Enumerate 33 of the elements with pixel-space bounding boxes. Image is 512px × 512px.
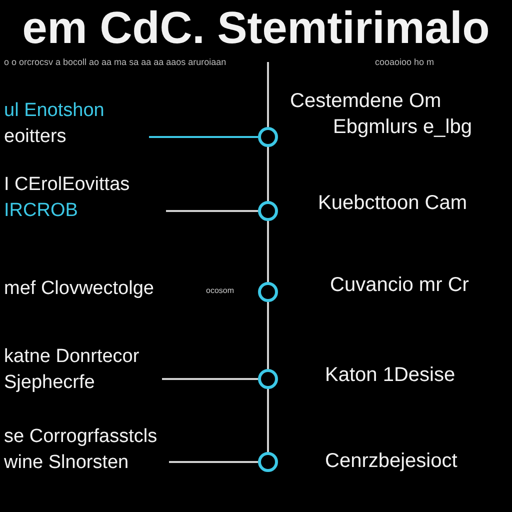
connector-line	[162, 378, 258, 380]
item-text: Cestemdene Om	[290, 89, 442, 114]
item-text: Katon 1Desise	[325, 363, 456, 388]
connector-line	[267, 62, 269, 127]
subtitle: cooaoioo ho m	[375, 56, 434, 68]
connector-line	[149, 136, 258, 138]
circle-marker	[258, 282, 278, 302]
item-heading: I CErolEovittas	[4, 173, 131, 197]
subtitle: o o orcrocsv a bocoll ao aa ma sa aa aa aaos aruroiaan	[4, 56, 226, 68]
item-text: Sjephecrfe	[4, 371, 96, 395]
item-text: wine Slnorsten	[4, 451, 130, 475]
small-text: ocosom	[206, 286, 234, 296]
circle-marker	[258, 369, 278, 389]
item-text: Kuebcttoon Cam	[318, 191, 467, 216]
item-text: Cenrzbejesioct	[325, 449, 458, 474]
title: em CdC. Stemtirimalo	[21, 2, 491, 54]
connector-line	[267, 147, 269, 201]
connector-line	[267, 302, 269, 369]
item-heading: katne Donrtecor	[4, 345, 140, 369]
circle-marker	[258, 201, 278, 221]
item-text: Cuvancio mr Cr	[330, 273, 469, 298]
connector-line	[166, 210, 258, 212]
connector-line	[267, 221, 269, 282]
item-heading: se Corrogrfasstcls	[4, 425, 158, 449]
circle-marker	[258, 452, 278, 472]
circle-marker	[258, 127, 278, 147]
item-heading: mef Clovwectolge	[4, 277, 155, 301]
item-heading: ul Enotshon	[4, 99, 106, 123]
item-text: Ebgmlurs e_lbg	[333, 115, 472, 140]
connector-line	[169, 461, 258, 463]
connector-line	[267, 389, 269, 452]
item-text: eoitters	[4, 125, 68, 149]
item-text: IRCROB	[4, 199, 79, 223]
